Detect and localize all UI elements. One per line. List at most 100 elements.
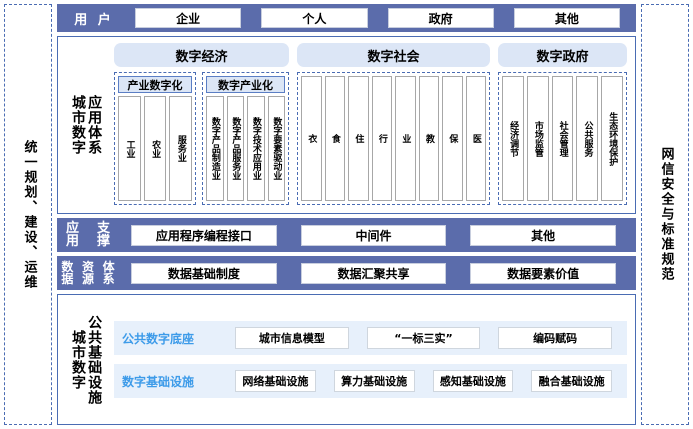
domain-digital-society: 数字社会 衣 食 住 行 业 教 保 医 [297, 43, 490, 205]
infra-row-label-public-digital-base: 公共数字底座 [122, 331, 195, 346]
group-title-digital-industrialization: 数字产业化 [206, 76, 285, 93]
cell-clothing[interactable]: 衣 [301, 76, 322, 201]
user-item-enterprise[interactable]: 企业 [135, 8, 242, 28]
cell-label: 社会管理 [557, 120, 568, 157]
cell-label: 食 [329, 134, 340, 143]
cell-market-supervision[interactable]: 市场监管 [526, 76, 549, 201]
data-resource-label-char-4: 据 [61, 272, 74, 286]
infrastructure-layer: 城市数字 公共基础设施 公共数字底座 城市信息模型 “一标三实” 编码赋码 数字… [57, 294, 636, 425]
cell-label: 工业 [124, 139, 135, 158]
infra-item-coding-assignment[interactable]: 编码赋码 [498, 327, 613, 349]
cell-agriculture[interactable]: 农业 [143, 96, 167, 201]
data-item-basic-system[interactable]: 数据基础制度 [131, 262, 277, 284]
cell-social-management[interactable]: 社会管理 [551, 76, 574, 201]
domain-inner-digital-government: 经济调节 市场监管 社会管理 公共服务 生态环境保护 [498, 72, 627, 205]
cell-label: 衣 [306, 134, 317, 143]
infra-row-label-digital-infrastructure: 数字基础设施 [122, 374, 195, 389]
left-rail: 统一规划、建设、运维 [4, 4, 52, 425]
data-resource-label-char-3: 体 [102, 260, 115, 274]
user-layer-label: 用 户 [74, 12, 114, 28]
domain-title-digital-economy: 数字经济 [114, 43, 289, 67]
cell-label: 数字产品制造业 [209, 117, 220, 180]
application-support-items: 应用程序编程接口 中间件 其他 [119, 224, 628, 246]
application-support-label-char-1: 应 [65, 221, 79, 236]
right-rail-label: 网信安全与标准规范 [658, 147, 674, 282]
infra-item-computing-infrastructure[interactable]: 算力基础设施 [333, 370, 415, 392]
data-resource-label-char-1: 数 [61, 260, 74, 274]
domain-inner-digital-economy: 产业数字化 工业 农业 服务业 数字产业化 数字产品制造业 数字产品服 [114, 72, 289, 205]
cell-digital-technology-application[interactable]: 数字技术应用业 [247, 96, 265, 201]
cell-digital-factor-driven[interactable]: 数字要素驱动业 [267, 96, 285, 201]
cell-transport[interactable]: 行 [371, 76, 392, 201]
diagram-center-column: 用 户 企业 个人 政府 其他 城市数字 应用体系 数字经济 产业数 [52, 0, 641, 429]
domain-digital-government: 数字政府 经济调节 市场监管 社会管理 公共服务 生态环境保护 [498, 43, 627, 205]
support-item-middleware[interactable]: 中间件 [300, 224, 447, 246]
user-item-individual[interactable]: 个人 [261, 8, 368, 28]
cell-label: 行 [376, 134, 387, 143]
cell-label: 数字技术应用业 [250, 117, 261, 180]
user-layer-items: 企业 个人 政府 其他 [125, 8, 630, 28]
infra-row-items-public-digital-base: 城市信息模型 “一标三实” 编码赋码 [226, 327, 621, 349]
domain-title-digital-society: 数字社会 [297, 43, 490, 67]
cell-public-service[interactable]: 公共服务 [576, 76, 599, 201]
cell-eco-environment-protection[interactable]: 生态环境保护 [601, 76, 623, 201]
infra-item-network-infrastructure[interactable]: 网络基础设施 [235, 370, 316, 392]
infra-item-city-information-model[interactable]: 城市信息模型 [235, 327, 349, 349]
application-system-label-col1: 应用体系 [86, 95, 103, 155]
infrastructure-label-col1: 公共基础设施 [86, 314, 103, 405]
cell-label: 经济调节 [508, 120, 519, 157]
infrastructure-body: 公共数字底座 城市信息模型 “一标三实” 编码赋码 数字基础设施 网络基础设施 … [114, 295, 635, 424]
domain-digital-economy: 数字经济 产业数字化 工业 农业 服务业 数字产业化 [114, 43, 289, 205]
cell-label: 教 [423, 134, 434, 143]
data-resource-items: 数据基础制度 数据汇聚共享 数据要素价值 [119, 262, 628, 284]
data-item-aggregation-sharing[interactable]: 数据汇聚共享 [300, 262, 447, 284]
user-layer: 用 户 企业 个人 政府 其他 [57, 4, 636, 32]
cell-food[interactable]: 食 [324, 76, 345, 201]
application-system-label-col2: 城市数字 [70, 95, 86, 155]
cell-digital-product-services[interactable]: 数字产品服务业 [226, 96, 244, 201]
data-resource-label-char-2: 资 [81, 260, 94, 274]
application-support-label-char-3: 用 [65, 234, 79, 249]
cell-insurance[interactable]: 保 [442, 76, 463, 201]
support-item-api[interactable]: 应用程序编程接口 [131, 224, 277, 246]
support-item-other[interactable]: 其他 [470, 224, 617, 246]
cell-housing[interactable]: 住 [348, 76, 369, 201]
cell-service-industry[interactable]: 服务业 [169, 96, 193, 201]
cell-label: 业 [400, 134, 411, 143]
application-support-layer: 应 支 用 撑 应用程序编程接口 中间件 其他 [57, 218, 636, 252]
infra-row-public-digital-base: 公共数字底座 城市信息模型 “一标三实” 编码赋码 [114, 321, 627, 355]
cell-education[interactable]: 教 [418, 76, 439, 201]
data-item-factor-value[interactable]: 数据要素价值 [470, 262, 617, 284]
group-cells-industry-digitalization: 工业 农业 服务业 [118, 96, 193, 201]
group-cells-digital-government: 经济调节 市场监管 社会管理 公共服务 生态环境保护 [502, 76, 623, 201]
infra-row-digital-infrastructure: 数字基础设施 网络基础设施 算力基础设施 感知基础设施 融合基础设施 [114, 364, 627, 398]
user-item-government[interactable]: 政府 [387, 8, 494, 28]
cell-digital-product-manufacturing[interactable]: 数字产品制造业 [206, 96, 224, 201]
cell-employment[interactable]: 业 [395, 76, 416, 201]
infra-item-one-label-three-reals[interactable]: “一标三实” [366, 327, 481, 349]
cell-label: 公共服务 [582, 120, 593, 157]
domain-inner-digital-society: 衣 食 住 行 业 教 保 医 [297, 72, 490, 205]
domain-title-digital-government: 数字政府 [498, 43, 627, 67]
infra-item-fusion-infrastructure[interactable]: 融合基础设施 [531, 370, 612, 392]
right-rail: 网信安全与标准规范 [641, 4, 689, 425]
group-digital-society-items: 衣 食 住 行 业 教 保 医 [297, 72, 490, 205]
group-title-industry-digitalization: 产业数字化 [118, 76, 192, 93]
group-digital-industrialization: 数字产业化 数字产品制造业 数字产品服务业 数字技术应用业 数字要素驱动业 [202, 72, 289, 205]
data-resource-label-char-6: 系 [102, 272, 115, 286]
cell-industry[interactable]: 工业 [118, 96, 141, 201]
cell-economic-regulation[interactable]: 经济调节 [502, 76, 524, 201]
cell-label: 服务业 [175, 135, 186, 162]
cell-medical[interactable]: 医 [465, 76, 486, 201]
application-support-label: 应 支 用 撑 [57, 222, 119, 248]
cell-label: 生态环境保护 [607, 111, 618, 166]
user-item-other[interactable]: 其他 [513, 8, 620, 28]
cell-label: 数字要素驱动业 [271, 117, 282, 180]
group-industry-digitalization: 产业数字化 工业 农业 服务业 [114, 72, 196, 205]
cell-label: 医 [470, 134, 481, 143]
cell-label: 住 [353, 134, 364, 143]
infra-row-items-digital-infrastructure: 网络基础设施 算力基础设施 感知基础设施 融合基础设施 [226, 370, 621, 392]
application-system-body: 数字经济 产业数字化 工业 农业 服务业 数字产业化 [114, 37, 635, 213]
infra-item-sensing-infrastructure[interactable]: 感知基础设施 [432, 370, 514, 392]
